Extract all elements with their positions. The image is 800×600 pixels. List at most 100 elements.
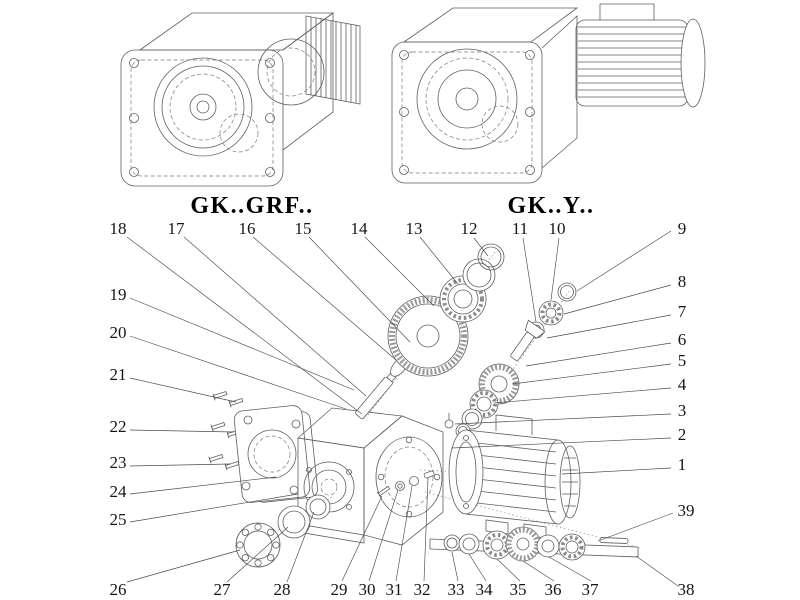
callout-35: 35 [510,580,527,599]
callout-28: 28 [274,580,291,599]
callout-3: 3 [678,401,687,420]
callout-30: 30 [359,580,376,599]
leader-line-7 [546,314,672,339]
callout-34: 34 [476,580,494,599]
leader-line-9 [576,230,672,292]
leader-line-23 [129,463,231,467]
vent-plug [444,413,454,429]
leader-line-12 [473,237,489,257]
output-shaft-assembly [429,526,639,562]
leader-line-21 [129,377,237,403]
model-label-left: GK..GRF.. [190,193,313,219]
callout-20: 20 [110,323,127,342]
leader-line-27 [226,526,289,583]
leader-line-2 [451,437,672,449]
key [423,470,435,479]
shim-washer [461,408,483,430]
cooling-fins [305,15,361,105]
callout-38: 38 [678,580,695,599]
leader-line-33 [451,551,459,582]
leader-line-15 [308,236,411,343]
leader-line-8 [563,284,672,315]
callout-10: 10 [549,219,566,238]
output-bore [153,57,259,157]
leader-line-37 [548,556,592,582]
callout-27: 27 [214,580,232,599]
exploded-view [208,243,641,568]
screw [377,485,391,498]
callout-31: 31 [386,580,403,599]
leader-line-14 [364,236,435,307]
leader-line-29 [341,495,383,582]
terminal-box [599,3,655,20]
callout-25: 25 [110,510,127,529]
leader-line-13 [419,236,459,285]
callout-26: 26 [110,580,127,599]
washer [458,533,480,555]
leader-line-16 [252,236,397,361]
output-bore [416,48,519,150]
electric-motor [448,414,581,539]
callout-15: 15 [295,219,312,238]
circlip [557,282,577,302]
leader-line-32 [423,477,429,582]
bearing-ring [277,505,311,539]
leader-line-34 [468,553,487,582]
motor-flange [448,429,484,515]
plug [409,476,419,486]
leader-line-18 [126,236,363,415]
callout-37: 37 [582,580,600,599]
leader-line-25 [129,493,299,523]
model-label-right: GK..Y.. [508,193,595,219]
ring [462,258,496,292]
leader-line-30 [368,489,399,582]
unit-gky-drawing [391,3,706,184]
spacer [536,534,560,558]
callout-9: 9 [678,219,687,238]
leader-lines [126,230,679,587]
callout-5: 5 [678,351,687,370]
leader-line-11 [522,237,537,323]
snap-ring [477,243,505,271]
motor-foot [485,519,509,535]
leader-line-38 [635,555,679,587]
shaft-gear [505,526,541,562]
callout-1: 1 [678,455,687,474]
callout-19: 19 [110,285,127,304]
retaining-ring [443,534,461,552]
callout-6: 6 [678,330,687,349]
fan-cowl [680,18,706,108]
mounting-flange [233,405,311,503]
leader-line-4 [493,387,672,404]
callout-33: 33 [448,580,465,599]
output-roller-bearing [235,522,281,568]
callout-11: 11 [512,219,528,238]
callout-17: 17 [168,219,186,238]
gear-housing [297,407,454,546]
leader-line-31 [395,485,413,582]
callout-8: 8 [678,272,687,291]
small-fasteners [377,470,435,498]
callout-13: 13 [406,219,423,238]
callout-18: 18 [110,219,127,238]
leader-line-39 [597,512,674,542]
bolt-holes [129,58,275,177]
leader-line-19 [129,297,355,391]
callout-12: 12 [461,219,478,238]
callout-36: 36 [545,580,562,599]
motor-terminal-box [495,414,533,435]
callout-29: 29 [331,580,348,599]
leader-line-36 [522,560,555,582]
callout-16: 16 [239,219,256,238]
callout-4: 4 [678,375,687,394]
bolt-holes [399,50,535,175]
callout-14: 14 [351,219,369,238]
washer [395,481,405,491]
leader-line-5 [511,363,672,385]
leader-line-6 [525,342,672,367]
callout-22: 22 [110,417,127,436]
leader-line-24 [129,476,277,495]
callout-24: 24 [110,482,128,501]
